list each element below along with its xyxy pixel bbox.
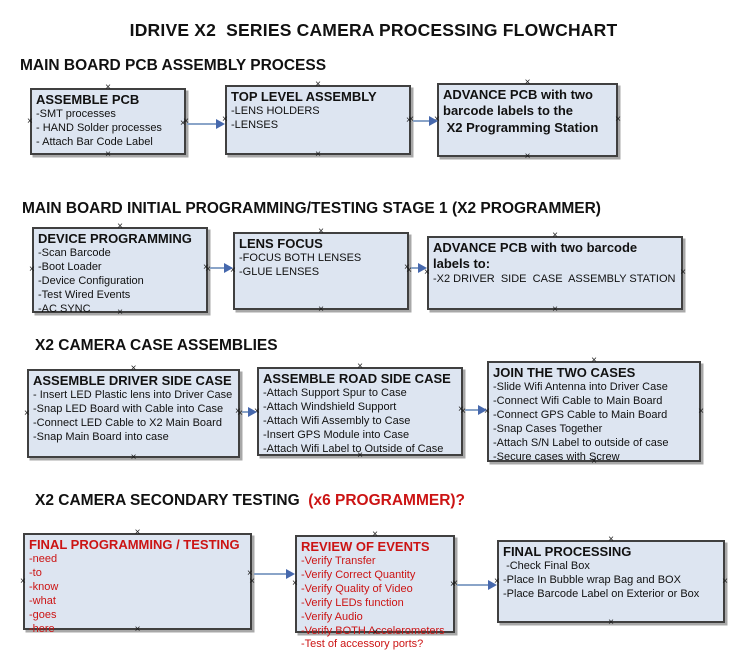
box-item: -Attach Wifi Label to Outside of Case [263, 442, 444, 455]
section-header-secondary-testing: X2 CAMERA SECONDARY TESTING (x6 PROGRAMM… [35, 492, 465, 510]
anchor-mark: × [722, 575, 728, 587]
box-item: -Test Wired Events [38, 288, 131, 301]
anchor-mark: × [105, 149, 111, 160]
section-header-black-part: X2 CAMERA SECONDARY TESTING [35, 492, 300, 509]
box-item: -Device Configuration [38, 274, 144, 287]
box-item: -FOCUS BOTH LENSES [239, 252, 362, 265]
box-title: ADVANCE PCB with two barcode labels to: [433, 240, 641, 272]
box-item: -Verify BOTH Accelerometers [301, 624, 445, 637]
box-title: DEVICE PROGRAMMING [38, 231, 192, 246]
box-item: -SMT processes [36, 108, 116, 121]
flow-box-top-level-assembly: TOP LEVEL ASSEMBLY -LENS HOLDERS -LENSES… [222, 80, 414, 160]
box-item: -what [29, 594, 56, 607]
box-title: ADVANCE PCB with two barcode labels to t… [443, 87, 599, 135]
box-title: TOP LEVEL ASSEMBLY [231, 89, 377, 104]
anchor-mark: × [292, 578, 298, 589]
box-item: -here [29, 622, 55, 635]
box-item: -Snap LED Board with Cable into Case [33, 403, 224, 416]
flow-box-lens-focus: LENS FOCUS -FOCUS BOTH LENSES -GLUE LENS… [230, 227, 412, 315]
anchor-mark: × [24, 407, 30, 419]
anchor-mark: × [318, 304, 324, 315]
box-item: -Insert GPS Module into Case [263, 428, 410, 441]
box-item: -Connect GPS Cable to Main Board [493, 408, 668, 421]
anchor-mark: × [524, 151, 531, 162]
box-item: -Connect LED Cable to X2 Main Board [33, 416, 222, 429]
box-item: -AC SYNC [38, 302, 91, 315]
box-title: JOIN THE TWO CASES [493, 365, 636, 380]
flow-box-advance-pcb-programming-station: ADVANCE PCB with two barcode labels to t… [434, 78, 621, 162]
section-header-case-assemblies: X2 CAMERA CASE ASSEMBLIES [35, 337, 278, 354]
connector-arrow [235, 406, 257, 417]
anchor-mark: × [552, 304, 558, 315]
box-item: -Place In Bubble wrap Bag and BOX [503, 574, 681, 587]
box-title: FINAL PROCESSING [503, 544, 632, 559]
anchor-mark: × [20, 575, 26, 587]
box-item: -know [29, 580, 59, 593]
anchor-mark: × [130, 452, 137, 463]
anchor-mark: × [29, 264, 35, 275]
section-header-pcb-assembly: MAIN BOARD PCB ASSEMBLY PROCESS [20, 57, 327, 74]
box-item: -Boot Loader [38, 261, 102, 274]
flow-box-assemble-pcb: ASSEMBLE PCB -SMT processes - HAND Solde… [27, 83, 189, 160]
flow-box-join-the-two-cases: JOIN THE TWO CASES -Slide Wifi Antenna i… [484, 356, 704, 467]
anchor-mark: × [615, 114, 621, 125]
box-item: -Verify Correct Quantity [301, 569, 416, 582]
box-item: -Verify Quality of Video [301, 582, 413, 595]
box-item: -Attach Windshield Support [263, 401, 397, 414]
box-item: -need [29, 553, 58, 566]
box-item: -goes [29, 608, 57, 621]
box-item: -Attach Support Spur to Case [263, 387, 407, 400]
box-item: -to [29, 567, 42, 580]
box-item: -Secure cases with Screw [493, 450, 620, 463]
box-item: -Check Final Box [503, 560, 590, 573]
connector-arrow [450, 579, 497, 590]
section-header-initial-programming: MAIN BOARD INITIAL PROGRAMMING/TESTING S… [22, 200, 601, 217]
box-item: -Attach S/N Label to outside of case [493, 436, 669, 449]
box-item: -Verify Audio [301, 610, 363, 623]
box-item: -Test of accessory ports? [301, 638, 424, 651]
box-item: -LENS HOLDERS [231, 105, 320, 118]
box-item: -LENSES [231, 119, 279, 132]
flowchart-title: IDRIVE X2 SERIES CAMERA PROCESSING FLOWC… [129, 20, 618, 40]
connector-arrow [247, 568, 295, 579]
anchor-mark: × [27, 115, 33, 127]
connector-arrow [404, 262, 427, 273]
box-item: - Insert LED Plastic lens into Driver Ca… [33, 389, 233, 402]
anchor-mark: × [680, 267, 686, 278]
box-item: -GLUE LENSES [239, 266, 320, 279]
flow-box-final-processing: FINAL PROCESSING -Check Final Box -Place… [494, 535, 728, 628]
section-header-red-part: (x6 PROGRAMMER)? [299, 492, 466, 509]
connector-arrow [180, 118, 225, 129]
box-item: -Snap Cases Together [493, 422, 603, 435]
box-item: -Slide Wifi Antenna into Driver Case [493, 381, 668, 394]
box-item: -Snap Main Board into case [33, 430, 169, 443]
box-item: -Attach Wifi Assembly to Case [263, 414, 411, 427]
box-item: -X2 DRIVER SIDE CASE ASSEMBLY STATION [433, 272, 676, 285]
box-item: -Scan Barcode [38, 247, 111, 260]
connector-arrow [458, 404, 487, 415]
flow-box-review-of-events: REVIEW OF EVENTS -Verify Transfer -Verif… [292, 530, 458, 651]
flow-box-final-programming-testing: FINAL PROGRAMMING / TESTING -need -to -k… [20, 528, 255, 635]
box-title: REVIEW OF EVENTS [301, 539, 430, 554]
flow-box-assemble-road-side-case: ASSEMBLE ROAD SIDE CASE -Attach Support … [254, 362, 466, 461]
box-title: ASSEMBLE ROAD SIDE CASE [263, 371, 451, 386]
connector-arrow [203, 262, 233, 273]
anchor-mark: × [315, 149, 321, 160]
anchor-mark: × [698, 405, 704, 417]
box-item: - Attach Bar Code Label [36, 135, 153, 148]
box-title: ASSEMBLE PCB [36, 92, 140, 107]
flow-box-device-programming: DEVICE PROGRAMMING -Scan Barcode -Boot L… [29, 222, 211, 318]
box-item: -Verify LEDs function [301, 596, 404, 609]
box-item: -Verify Transfer [301, 555, 376, 568]
box-item: -Connect Wifi Cable to Main Board [493, 395, 663, 408]
box-title: LENS FOCUS [239, 236, 323, 251]
box-item: -Place Barcode Label on Exterior or Box [503, 587, 700, 600]
connector-arrow [406, 115, 438, 126]
box-title: ASSEMBLE DRIVER SIDE CASE [33, 373, 232, 388]
flow-box-advance-pcb-driver-side: ADVANCE PCB with two barcode labels to: … [424, 231, 686, 315]
anchor-mark: × [608, 617, 614, 628]
box-title: FINAL PROGRAMMING / TESTING [29, 537, 240, 552]
flow-box-assemble-driver-side-case: ASSEMBLE DRIVER SIDE CASE - Insert LED P… [24, 364, 243, 463]
box-item: - HAND Solder processes [36, 122, 162, 135]
